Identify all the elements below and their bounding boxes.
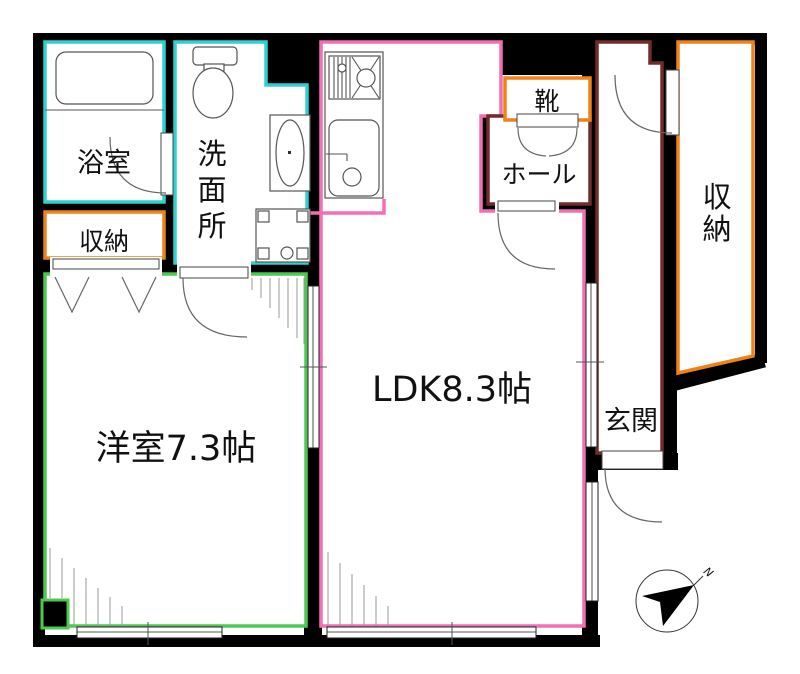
storage-left-label: 収納: [79, 227, 129, 256]
storage-right-label-char2: 納: [702, 212, 731, 246]
washer-corner-1: [257, 210, 270, 223]
ldk-bottom-window: [326, 626, 537, 639]
windows: [76, 282, 604, 645]
washroom-label-char1: 洗: [197, 137, 226, 171]
washer-corner-2: [296, 210, 309, 223]
sink-drain-icon: [342, 167, 362, 187]
kitchen-sink-icon: [328, 119, 380, 197]
washroom-label-char2: 面: [197, 173, 226, 207]
wall-above-shoebox: [501, 33, 597, 75]
compass-needle-tip: [693, 575, 704, 586]
closet-fold-mark: [121, 276, 157, 314]
wall-left: [33, 33, 45, 647]
compass-needle-icon: [642, 585, 694, 626]
hall-door-leaf: [497, 200, 556, 212]
storage-right-room: [676, 40, 755, 376]
entrance-door-arc: [604, 467, 663, 523]
shoebox-door-leaf: [516, 113, 579, 128]
labels: 浴室 洗 面 所 収納 洋室7.3帖 LDK8.3帖 靴 ホール 玄関 収 納: [77, 87, 732, 469]
washbasin-drain-icon: [288, 151, 291, 154]
shoe-box-label: 靴: [534, 87, 559, 116]
toilet-tank-icon: [192, 46, 238, 66]
ldk-label: LDK8.3帖: [372, 370, 532, 410]
entrance-door-opening: [601, 450, 664, 470]
shoebox-door-arc: [517, 127, 547, 157]
westernroom-door-arc: [182, 277, 248, 338]
ldk-entrance-slide-door: [585, 282, 598, 448]
fixtures: [45, 46, 384, 263]
stove-burner-icon: [356, 68, 376, 88]
toilet-bowl-icon: [192, 67, 234, 119]
entrance-label: 玄関: [604, 406, 658, 437]
ldk-room: [319, 40, 586, 628]
hall-label: ホール: [501, 160, 576, 189]
bathtub-icon: [55, 51, 154, 105]
closet-fold-mark: [54, 276, 90, 314]
storage-right-label-char1: 収: [702, 180, 731, 214]
entrance-room: [595, 40, 664, 455]
washer-drain-icon: [280, 246, 294, 260]
shoebox-door-arc: [548, 127, 578, 157]
wall-entrance-notch: [650, 33, 677, 63]
compass: N: [635, 565, 716, 633]
western-room: [43, 272, 308, 628]
wall-entrance-right: [662, 42, 677, 470]
wall-diagonal: [666, 352, 766, 393]
hatch-marks: [49, 278, 389, 626]
stove-knob-icon: [337, 63, 347, 73]
washroom-label-char3: 所: [197, 209, 226, 243]
western-room-label: 洋室7.3帖: [96, 429, 257, 469]
shoe-box: [503, 76, 592, 122]
doors: [50, 69, 680, 523]
bathroom-door-arc: [109, 136, 167, 194]
storage-right-door-leaf: [665, 69, 680, 136]
westernroom-window: [76, 626, 223, 639]
pillar-bottom-left: [40, 598, 70, 630]
kitchen-stub-edge: [309, 199, 386, 215]
washer-corner-4: [296, 247, 309, 260]
westernroom-door-leaf: [179, 266, 249, 279]
bathroom-door-leaf: [160, 132, 174, 196]
storage-right-door-arc: [614, 74, 673, 134]
washer-corner-3: [257, 247, 270, 260]
storage-left-room: [43, 210, 166, 260]
bathroom-label: 浴室: [77, 148, 131, 179]
hall-door-arc: [497, 212, 556, 270]
closet-door-leaf: [52, 258, 160, 270]
wall-right: [755, 33, 767, 363]
